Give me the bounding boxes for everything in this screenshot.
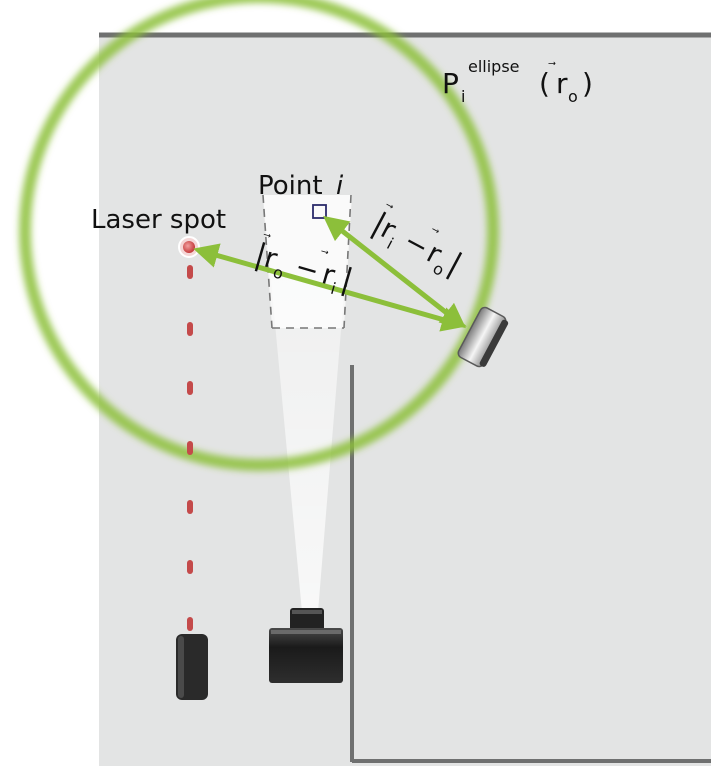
point-label: Point i [258, 171, 344, 201]
sensor-icon [457, 306, 509, 368]
laser-spot-label: Laser spot [91, 205, 226, 235]
ellipse-formula-label: P i ellipse ( r ⃗ o ) [442, 57, 593, 106]
svg-text:P: P [442, 67, 459, 100]
svg-text:ellipse: ellipse [468, 57, 520, 76]
svg-text:o: o [568, 87, 578, 106]
svg-text:Point: Point [258, 171, 323, 201]
camera-icon [269, 608, 343, 683]
svg-text:(: ( [539, 67, 550, 100]
ellipse-ring [19, 0, 499, 471]
point-marker-icon [312, 204, 327, 219]
svg-text:): ) [582, 67, 593, 100]
arrow-sensor-to-point [323, 215, 466, 329]
svg-text:i: i [461, 87, 465, 106]
svg-text:i: i [329, 279, 339, 298]
svg-text:i: i [336, 171, 344, 201]
svg-text:r: r [556, 67, 568, 100]
laser-beam-dashes [187, 265, 193, 631]
